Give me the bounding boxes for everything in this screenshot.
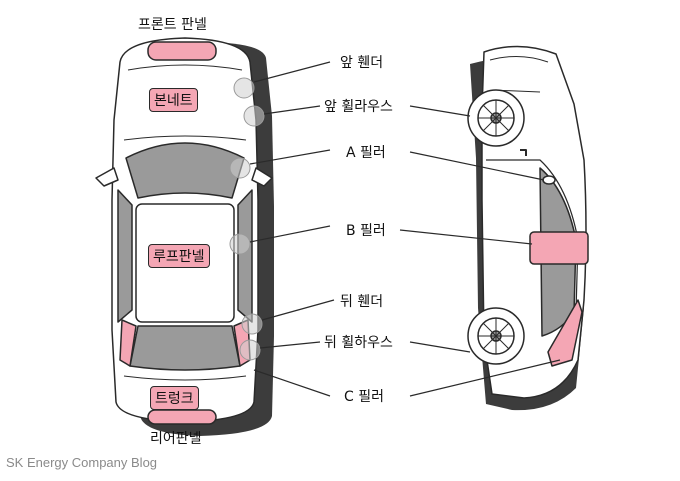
callout-markers <box>229 77 265 361</box>
leader-front-fender <box>253 61 331 83</box>
marker-rear-wheelhouse <box>239 339 261 361</box>
a-pillar-point <box>542 175 556 185</box>
credit-text: SK Energy Company Blog <box>6 455 158 470</box>
c-pillar-label: C 필러 <box>344 389 384 405</box>
marker-front-fender <box>233 77 255 99</box>
bonnet-tag: 본네트 <box>149 88 198 112</box>
leader-front-wheelhouse <box>263 105 321 115</box>
leader-a-pillar-right <box>409 151 545 181</box>
rear-wheelhouse-label: 뒤 휠하우스 <box>324 335 393 351</box>
top-view-car <box>95 37 274 436</box>
roof-panel-tag: 루프판넬 <box>148 244 210 268</box>
b-pillar-highlight <box>529 231 589 265</box>
rear-wheel <box>467 307 525 365</box>
c-pillar-highlight <box>547 299 583 367</box>
leader-rear-wheelhouse <box>259 341 321 349</box>
left-side-glass <box>117 189 133 323</box>
front-wheel <box>467 89 525 147</box>
leader-front-wheelhouse-right <box>409 105 471 117</box>
leader-rear-fender <box>261 299 335 321</box>
leader-lines <box>249 61 561 397</box>
side-view-car <box>467 45 589 411</box>
b-pillar-label: B 필러 <box>346 223 386 239</box>
rear-glass <box>129 325 241 371</box>
rear-panel-label: 리어판넬 <box>150 431 202 447</box>
rear-fender-label: 뒤 휀더 <box>340 294 384 310</box>
marker-b-pillar <box>229 233 251 255</box>
trunk-tag: 트렁크 <box>150 386 199 410</box>
leader-c-pillar <box>253 369 331 397</box>
right-mirror <box>251 167 273 187</box>
right-side-glass <box>237 189 253 323</box>
front-panel-label: 프론트 판넬 <box>138 17 207 33</box>
rear-panel-highlight <box>147 409 217 425</box>
front-panel-highlight <box>147 41 217 61</box>
leader-rear-wheelhouse-right <box>409 341 471 353</box>
marker-front-wheelhouse <box>243 105 265 127</box>
front-fender-label: 앞 휀더 <box>340 55 384 71</box>
leader-a-pillar <box>249 149 331 165</box>
leader-c-pillar-right <box>409 359 561 397</box>
top-left-c-pillar <box>119 319 137 367</box>
left-mirror <box>95 167 119 187</box>
a-pillar-label: A 필러 <box>346 145 386 161</box>
leader-b-pillar-right <box>399 229 533 245</box>
front-wheelhouse-label: 앞 휠라우스 <box>324 99 393 115</box>
windshield <box>125 142 245 199</box>
marker-rear-fender <box>241 313 263 335</box>
leader-b-pillar <box>249 225 331 243</box>
marker-a-pillar <box>229 157 251 179</box>
